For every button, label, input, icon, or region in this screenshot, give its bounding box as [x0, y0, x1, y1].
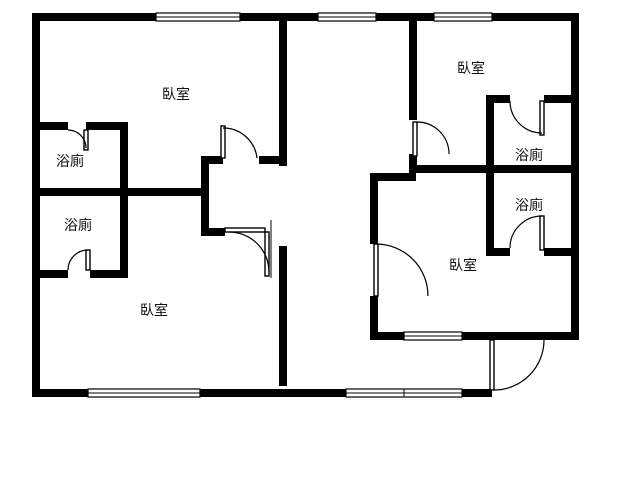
windows: [87, 12, 493, 398]
wall-top: [32, 13, 579, 21]
wall-bedroom-r-top: [370, 173, 416, 181]
window-top-middle: [317, 12, 377, 22]
door-bedroom-bottom-left: [224, 220, 272, 278]
room-label-bathroom-left-lower: 浴廁: [64, 217, 92, 234]
room-label-bedroom-right: 臥室: [449, 257, 477, 274]
wall-bedroom-tr-left: [409, 21, 417, 173]
door-bedroom-right: [370, 243, 429, 297]
window-top-right: [433, 12, 493, 22]
door-exterior: [489, 339, 545, 391]
wall-center-lower: [279, 246, 287, 386]
room-label-bathroom-left-upper: 浴廁: [56, 153, 84, 170]
room-label-bathroom-right-upper: 浴廁: [515, 147, 543, 164]
door-bedroom-top-right: [409, 120, 450, 157]
wall-bottom: [32, 389, 492, 397]
wall-baths-right-left: [486, 95, 494, 255]
door-bath-right-lower: [509, 215, 545, 256]
wall-bath-upper-right: [120, 122, 128, 190]
window-bottom-left: [87, 388, 201, 398]
window-top-left: [155, 12, 241, 22]
wall-left: [32, 13, 40, 397]
wall-niche-bottom: [201, 228, 225, 236]
wall-center-upper: [279, 21, 287, 166]
door-bath-left-lower: [67, 249, 91, 278]
doors: [67, 95, 545, 391]
room-label-bedroom-bottom-left: 臥室: [140, 302, 168, 319]
room-label-bathroom-right-lower: 浴廁: [515, 197, 543, 214]
wall-right: [571, 13, 579, 340]
room-label-bedroom-top-right: 臥室: [457, 60, 485, 77]
door-bedroom-top-left: [220, 125, 259, 164]
door-bath-right-upper: [509, 95, 545, 136]
wall-bath-lower-right: [120, 188, 128, 278]
window-bedroom-right: [403, 331, 463, 341]
room-labels: 臥室 浴廁 浴廁 臥室 臥室 浴廁 浴廁 臥室: [56, 60, 543, 319]
wall-bedroom-r-bottom: [370, 332, 579, 340]
room-label-bedroom-top-left: 臥室: [162, 86, 190, 103]
window-bottom-middle: [345, 388, 463, 398]
door-bath-left-upper: [67, 122, 89, 151]
